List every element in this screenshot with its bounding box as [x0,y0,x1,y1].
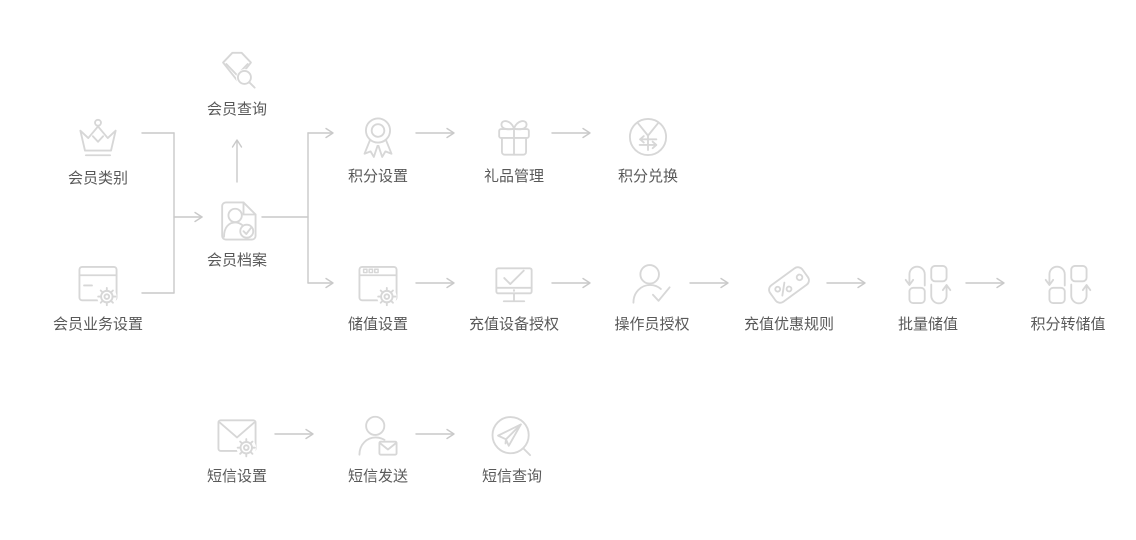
person-check-icon [626,259,678,311]
node-label: 积分转储值 [1030,316,1106,333]
node-member-query[interactable]: 会员查询 [177,44,297,119]
node-points-exchange[interactable]: 积分兑换 [588,111,708,186]
card-gear-icon [72,259,124,311]
crown-icon [72,113,124,165]
gift-icon [488,111,540,163]
swap-squares-icon [902,259,954,311]
node-points-setting[interactable]: 积分设置 [318,111,438,186]
node-label: 会员查询 [206,101,267,118]
node-label: 操作员授权 [614,316,690,333]
node-sms-send[interactable]: 短信发送 [318,411,438,486]
gem-search-icon [211,44,263,96]
swap-squares-icon [1042,259,1094,311]
node-operator-auth[interactable]: 操作员授权 [592,259,712,334]
node-label: 会员业务设置 [52,316,143,333]
node-sms-setting[interactable]: 短信设置 [177,411,297,486]
node-recharge-device-auth[interactable]: 充值设备授权 [454,259,574,334]
node-member-business-setting[interactable]: 会员业务设置 [38,259,158,334]
node-stored-value-setting[interactable]: 储值设置 [318,259,438,334]
monitor-check-icon [488,259,540,311]
browser-gear-icon [352,259,404,311]
node-label: 短信发送 [347,468,408,485]
node-label: 充值优惠规则 [743,316,834,333]
node-member-category[interactable]: 会员类别 [38,113,158,188]
plane-search-icon [486,411,538,463]
mail-gear-icon [211,411,263,463]
node-label: 积分设置 [347,168,408,185]
node-label: 礼品管理 [483,168,544,185]
node-points-to-stored-value[interactable]: 积分转储值 [1008,259,1128,334]
node-label: 会员档案 [206,252,267,269]
node-label: 充值设备授权 [468,316,559,333]
node-batch-stored-value[interactable]: 批量储值 [868,259,988,334]
profile-document-check-icon [211,195,263,247]
arrow-member-file-to-query [231,139,243,183]
node-gift-management[interactable]: 礼品管理 [454,111,574,186]
tag-percent-icon [763,259,815,311]
node-label: 批量储值 [897,316,958,333]
node-label: 积分兑换 [617,168,678,185]
node-sms-query[interactable]: 短信查询 [452,411,572,486]
node-label: 会员类别 [67,170,128,187]
node-label: 短信设置 [206,468,267,485]
medal-icon [352,111,404,163]
node-label: 储值设置 [347,316,408,333]
person-mail-icon [352,411,404,463]
node-label: 短信查询 [481,468,542,485]
node-member-file[interactable]: 会员档案 [177,195,297,270]
node-recharge-discount-rules[interactable]: 充值优惠规则 [729,259,849,334]
yen-exchange-icon [622,111,674,163]
